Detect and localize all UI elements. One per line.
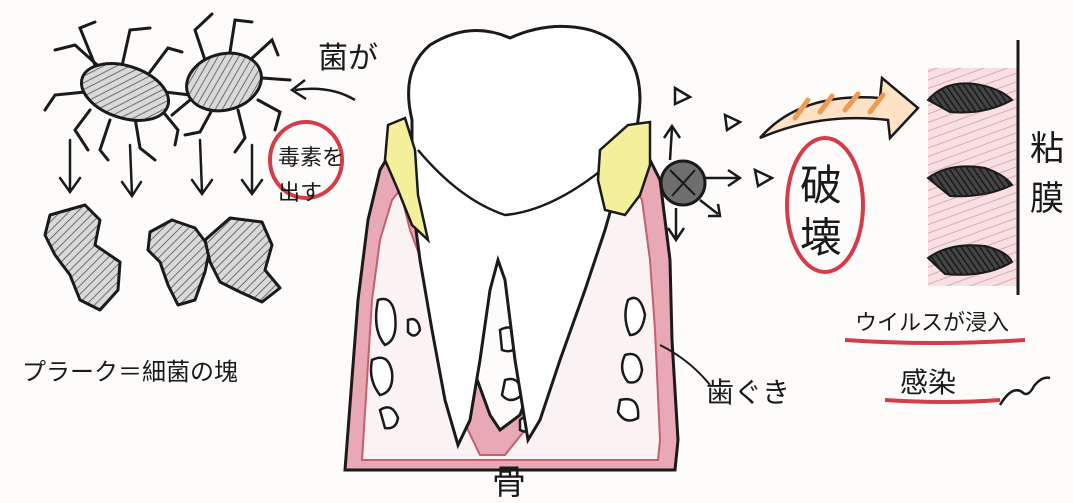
tooth-cross-section [345,26,678,470]
label-virus: ウイルスが浸入 [855,311,1009,336]
virus-underline [845,340,1025,343]
plaque-clump-3 [205,218,280,302]
infection-underline [885,400,1000,402]
plaque-clumps [45,205,280,310]
bacteria-illustration [45,14,290,160]
label-infection: 感染 [900,366,956,399]
label-gum: 歯ぐき [706,376,790,409]
label-toxin-line2: 出す [278,181,322,206]
invasion-arrow [760,78,918,138]
label-toxin-line1: 毒素を [278,146,344,171]
label-destroy-1: 破 [800,161,842,210]
squiggle-mark [1000,378,1050,405]
label-destroy-2: 壊 [800,213,842,262]
bacterium-right [172,14,290,152]
label-bone: 骨 [492,463,526,503]
mucosa-panel [928,40,1018,295]
bacterium-left [45,22,190,160]
label-mucosa-2: 膜 [1030,179,1064,219]
plaque-clump-1 [45,205,120,310]
label-plaque: プラーク＝細菌の塊 [22,358,238,386]
plaque-down-arrows [60,140,262,196]
label-mucosa-1: 粘 [1030,129,1064,169]
toxin-emission [661,88,772,240]
label-bacteria: 菌が [318,41,378,76]
plaque-clump-2 [148,220,210,305]
